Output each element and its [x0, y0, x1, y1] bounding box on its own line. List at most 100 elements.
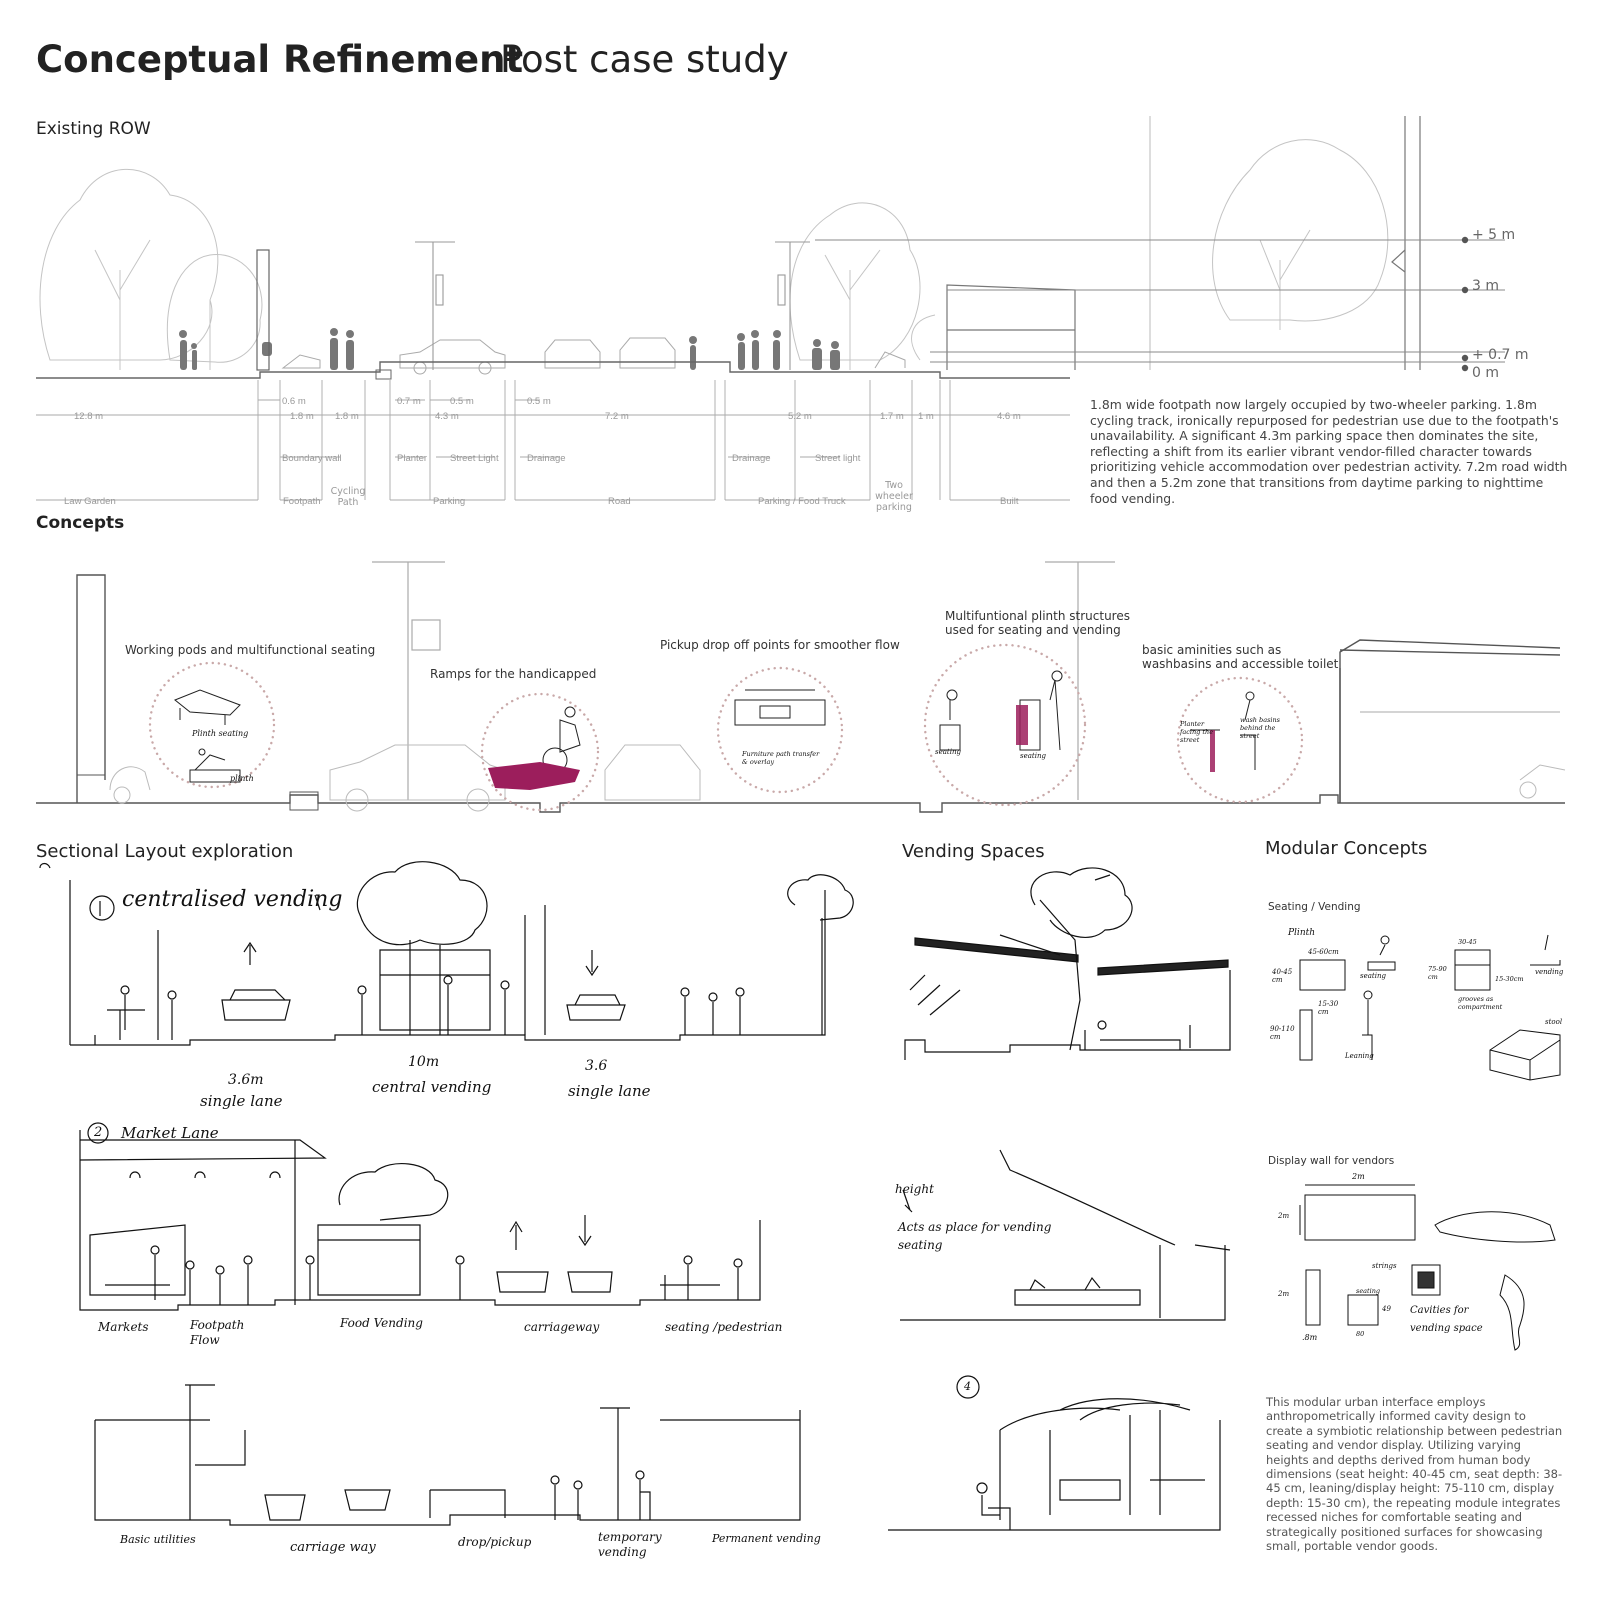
modular-note-leaning: Leaning: [1345, 1052, 1374, 1060]
concept-callout-pickup: Pickup drop off points for smoother flow: [660, 638, 900, 652]
label-street-light-2: Street light: [815, 453, 861, 464]
label-drainage-2: Drainage: [732, 453, 771, 464]
sketch-note-seating-1: seating: [935, 748, 961, 756]
option1-label-central-vending: central vending: [372, 1078, 492, 1096]
modular-heading: Modular Concepts: [1265, 838, 1428, 859]
dim-boundary: 0.6 m: [282, 396, 306, 407]
modular-note-vending: vending: [1535, 968, 1564, 976]
dim-two-wheeler: 1.7 m: [880, 411, 904, 422]
option2-number: 2: [94, 1125, 103, 1140]
modular-note-plinth: Plinth: [1288, 928, 1316, 938]
dim-parking: 4.3 m: [435, 411, 459, 422]
concept-callout-plinth: Multifuntional plinth structures used fo…: [945, 609, 1130, 637]
dim-built: 4.6 m: [997, 411, 1021, 422]
ramp-accent: [488, 762, 580, 790]
display-note-height-2: 2m: [1278, 1290, 1290, 1298]
modular-note-30-45: 30-45: [1458, 938, 1477, 946]
label-boundary-wall: Boundary wall: [282, 453, 342, 464]
modular-description: This modular urban interface employs ant…: [1266, 1395, 1563, 1554]
modular-note-grooves: grooves as compartment: [1458, 995, 1503, 1011]
vending-note-place: Acts as place for vending seating: [898, 1220, 1052, 1252]
display-note-width: 2m: [1352, 1172, 1365, 1181]
display-note-80: 80: [1356, 1330, 1365, 1338]
dim-cycling: 1.8 m: [335, 411, 359, 422]
display-note-08m: .8m: [1302, 1333, 1318, 1342]
dim-footpath: 1.8 m: [290, 411, 314, 422]
option2-label-seating: seating /pedestrian: [665, 1320, 783, 1334]
zone-parking-food-truck: Parking / Food Truck: [758, 496, 846, 507]
option3-label-temporary: temporary vending: [598, 1530, 662, 1559]
vending-sketch-number: 4: [964, 1380, 971, 1393]
option3-label-carriage: carriage way: [290, 1540, 376, 1555]
zone-road: Road: [608, 496, 631, 507]
display-note-cavities: Cavities for vending space: [1410, 1305, 1483, 1334]
modular-note-15-30cm: 15-30cm: [1495, 975, 1524, 983]
zone-cycling-path: Cycling Path: [330, 486, 366, 508]
dim-parking-food: 5.2 m: [788, 411, 812, 422]
sectional-heading: Sectional Layout exploration: [36, 841, 294, 862]
zone-built: Built: [1000, 496, 1019, 507]
modular-note-90-110: 90-110 cm: [1270, 1025, 1295, 1041]
display-note-strings: strings: [1372, 1262, 1397, 1270]
concept-callout-amenities: basic aminities such as washbasins and a…: [1142, 643, 1339, 671]
vending-note-height: height: [895, 1182, 934, 1196]
display-note-49: 49: [1382, 1305, 1391, 1313]
modular-seating-label: Seating / Vending: [1268, 901, 1361, 913]
option2-title: Market Lane: [121, 1124, 219, 1142]
level-3m: 3 m: [1472, 278, 1499, 294]
option3-label-utilities: Basic utilities: [120, 1533, 196, 1546]
page-title: Conceptual Refinement: [36, 38, 524, 81]
option1-label-lane-2: single lane: [568, 1082, 651, 1100]
modular-note-45-60: 45-60cm: [1308, 948, 1339, 956]
concept-callout-ramps: Ramps for the handicapped: [430, 667, 597, 681]
modular-note-seating: seating: [1360, 972, 1386, 980]
existing-row-description: 1.8m wide footpath now largely occupied …: [1090, 397, 1568, 506]
level-0-7m: + 0.7 m: [1472, 347, 1529, 363]
level-5m: + 5 m: [1472, 227, 1515, 243]
modular-note-75-90: 75-90 cm: [1428, 965, 1447, 981]
sketch-note-plinth: plinth: [230, 774, 254, 783]
label-drainage-1: Drainage: [527, 453, 566, 464]
sketch-note-furniture: Furniture path transfer & overlay: [742, 750, 820, 766]
dim-streetlight: 0.5 m: [450, 396, 474, 407]
option2-label-carriageway: carriageway: [524, 1320, 600, 1334]
option3-label-permanent: Permanent vending: [712, 1532, 821, 1545]
dim-gap: 1 m: [918, 411, 934, 422]
sketch-note-planter: Planter facing the street: [1180, 720, 1214, 744]
sketch-note-seating-2: seating: [1020, 752, 1046, 760]
level-0m: 0 m: [1472, 365, 1499, 381]
option1-title: centralised vending: [122, 887, 343, 912]
zone-parking: Parking: [433, 496, 465, 507]
zone-two-wheeler-parking: Two wheeler parking: [875, 480, 913, 513]
dim-law-garden: 12.8 m: [74, 411, 103, 422]
dim-road: 7.2 m: [605, 411, 629, 422]
display-note-height: 2m: [1278, 1212, 1290, 1220]
modular-note-15-30: 15-30 cm: [1318, 1000, 1339, 1016]
dim-drainage: 0.5 m: [527, 396, 551, 407]
option1-label-width-1: 3.6m: [228, 1072, 264, 1088]
option2-label-markets: Markets: [98, 1320, 149, 1334]
modular-note-stool: stool: [1545, 1018, 1563, 1026]
option2-label-food-vending: Food Vending: [340, 1316, 423, 1330]
label-street-light: Street Light: [450, 453, 499, 464]
page-subtitle: Post case study: [500, 38, 789, 81]
zone-footpath: Footpath: [283, 496, 321, 507]
label-planter: Planter: [397, 453, 427, 464]
dim-planter: 0.7 m: [397, 396, 421, 407]
modular-display-wall-label: Display wall for vendors: [1268, 1155, 1395, 1167]
vending-heading: Vending Spaces: [902, 841, 1045, 862]
option2-label-footpath: Footpath Flow: [190, 1318, 245, 1347]
option3-label-drop: drop/pickup: [458, 1535, 532, 1549]
concept-callout-working-pods: Working pods and multifunctional seating: [125, 643, 376, 657]
option1-label-lane-1: single lane: [200, 1092, 283, 1110]
option1-label-width-central: 10m: [408, 1054, 440, 1070]
sketch-note-washbasins: wash basins behind the street: [1240, 716, 1280, 740]
zone-law-garden: Law Garden: [64, 496, 116, 507]
concepts-heading: Concepts: [36, 513, 125, 533]
existing-row-heading: Existing ROW: [36, 119, 151, 139]
